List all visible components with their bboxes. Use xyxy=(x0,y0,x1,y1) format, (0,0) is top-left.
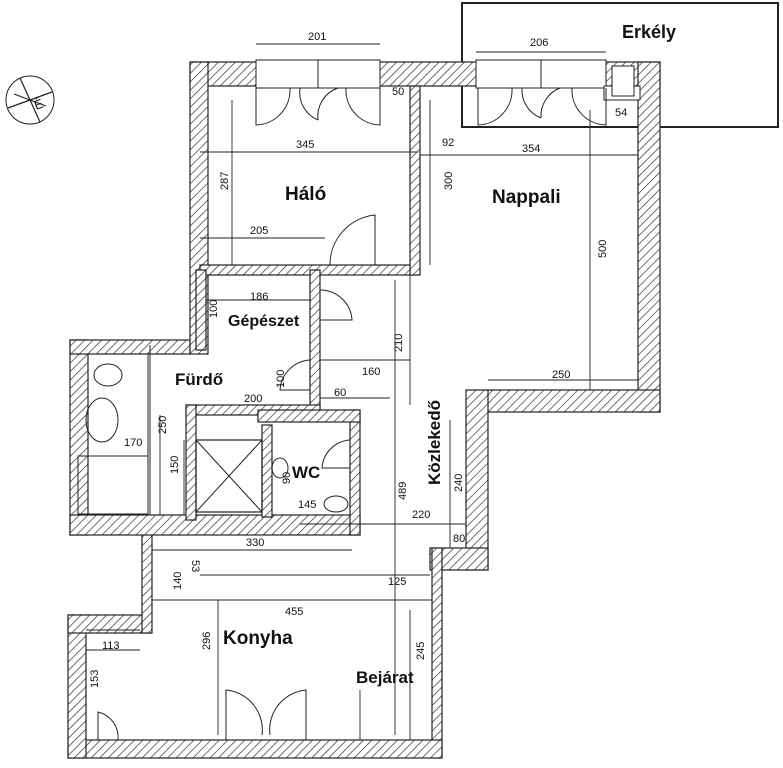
dim-145: 145 xyxy=(298,499,316,511)
compass-icon: É xyxy=(5,75,55,125)
dim-300: 300 xyxy=(443,172,455,190)
windows xyxy=(255,59,641,101)
dimension-labels: 201 206 50 54 345 92 354 287 300 205 500… xyxy=(89,31,627,688)
room-bejarat: Bejárat xyxy=(356,668,414,687)
dim-54: 54 xyxy=(615,107,627,119)
dim-287: 287 xyxy=(219,172,231,190)
wc-icon xyxy=(271,457,289,479)
dim-489: 489 xyxy=(397,482,409,500)
room-kozlekedo: Közlekedő xyxy=(425,400,444,485)
room-erkely: Erkély xyxy=(622,22,676,42)
room-wc: WC xyxy=(292,463,320,482)
dim-455: 455 xyxy=(285,606,303,618)
dim-125: 125 xyxy=(388,576,406,588)
dim-354: 354 xyxy=(522,143,540,155)
sink-icon xyxy=(93,363,123,387)
dim-90: 90 xyxy=(281,472,293,484)
dim-200: 200 xyxy=(244,393,262,405)
dim-296: 296 xyxy=(201,632,213,650)
dim-250a: 250 xyxy=(552,369,570,381)
toilet-icon xyxy=(85,397,119,443)
dim-240: 240 xyxy=(453,474,465,492)
outer-walls xyxy=(67,61,661,759)
dim-220: 220 xyxy=(412,509,430,521)
dim-186: 186 xyxy=(250,291,268,303)
dim-345: 345 xyxy=(296,139,314,151)
room-nappali: Nappali xyxy=(492,187,561,208)
dim-50: 50 xyxy=(392,86,404,98)
bathtub-icon xyxy=(77,455,149,515)
dim-140: 140 xyxy=(172,572,184,590)
dim-210: 210 xyxy=(393,334,405,352)
dim-80: 80 xyxy=(453,533,465,545)
dim-60: 60 xyxy=(334,387,346,399)
dim-53: 53 xyxy=(189,560,201,572)
compass-label: É xyxy=(32,96,46,113)
dim-100b: 100 xyxy=(275,370,287,388)
inner-walls xyxy=(185,85,421,536)
dim-153: 153 xyxy=(89,670,101,688)
dim-92: 92 xyxy=(442,137,454,149)
dim-500: 500 xyxy=(597,240,609,258)
room-konyha: Konyha xyxy=(223,628,293,649)
dim-330: 330 xyxy=(246,537,264,549)
wc-sink-icon xyxy=(323,495,349,513)
dim-250b: 250 xyxy=(157,416,169,434)
dim-245: 245 xyxy=(415,642,427,660)
fixtures xyxy=(77,345,349,515)
dim-205: 205 xyxy=(250,225,268,237)
dim-100a: 100 xyxy=(208,300,220,318)
dim-150: 150 xyxy=(169,456,181,474)
door-swings xyxy=(97,87,607,741)
room-halo: Háló xyxy=(285,184,326,205)
dim-206: 206 xyxy=(530,37,548,49)
dim-201: 201 xyxy=(308,31,326,43)
room-gepeszet: Gépészet xyxy=(228,313,300,330)
dim-113: 113 xyxy=(102,640,120,652)
room-furdo: Fürdő xyxy=(175,370,223,389)
dim-170: 170 xyxy=(124,437,142,449)
dimension-lines xyxy=(85,43,638,740)
dim-160: 160 xyxy=(362,366,380,378)
